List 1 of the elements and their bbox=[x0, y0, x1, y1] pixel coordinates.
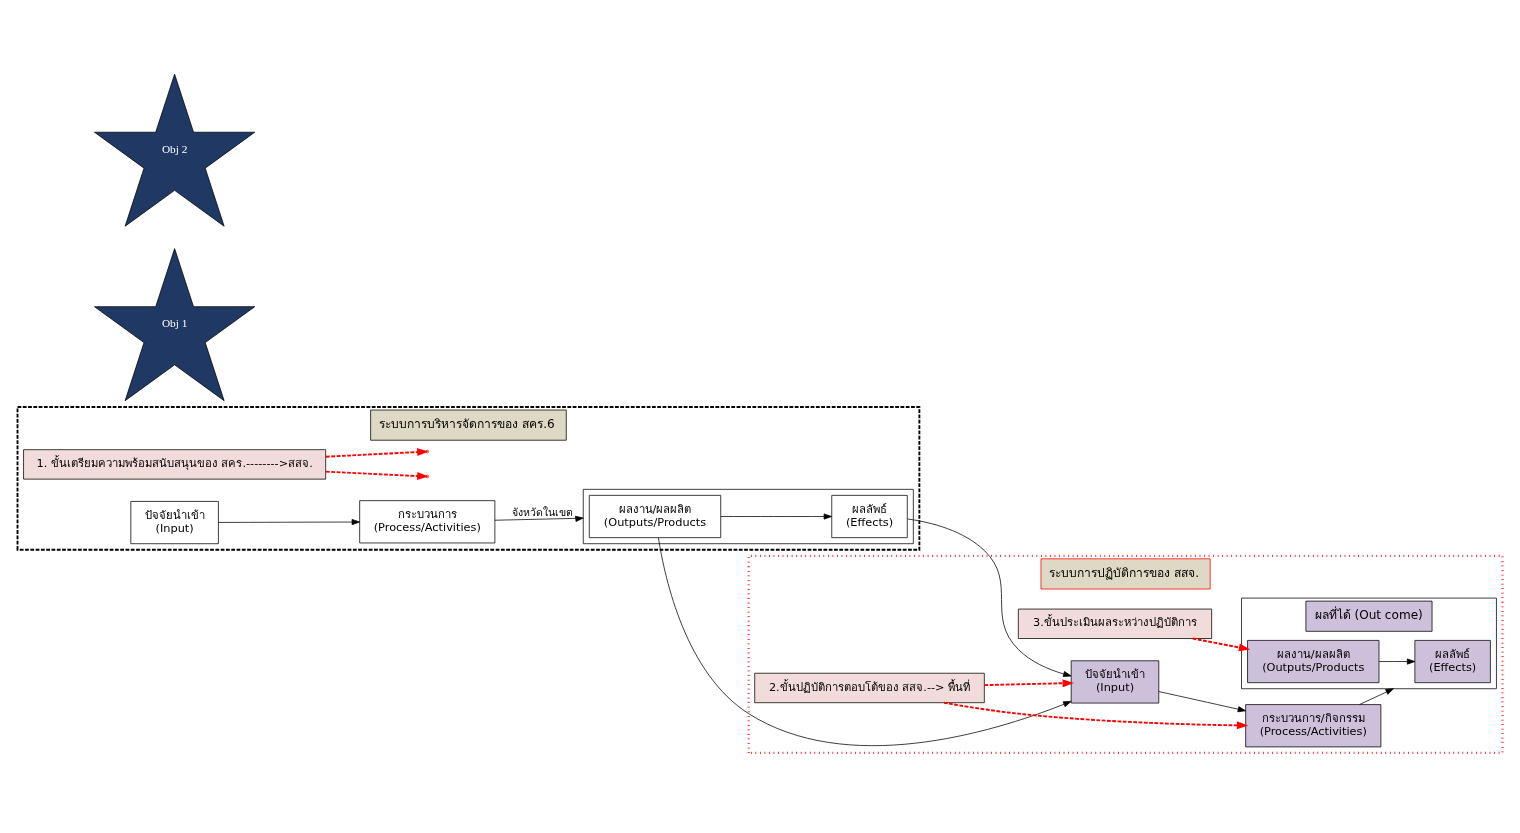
edge-label: จังหวัดในเขต bbox=[511, 505, 573, 518]
